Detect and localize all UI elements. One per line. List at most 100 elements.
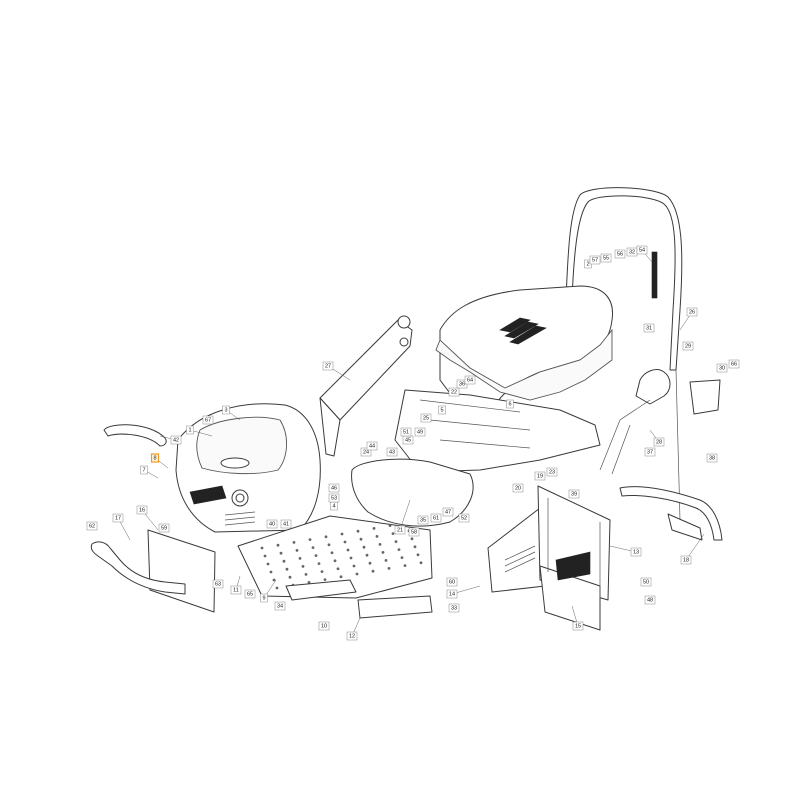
deck-hole [391, 532, 395, 535]
rear-fender [435, 285, 614, 421]
callout-6: 6 [506, 399, 514, 409]
callout-58: 58 [408, 527, 420, 537]
deck-hole [307, 581, 311, 584]
callout-number: 33 [451, 605, 457, 611]
callout-box [512, 483, 524, 493]
seat-belt-strap [651, 251, 658, 299]
callout-number: 41 [283, 521, 289, 527]
callout-27: 27 [322, 361, 334, 371]
deck-hole [346, 548, 350, 552]
callout-23: 23 [546, 467, 558, 477]
callout-number: 26 [689, 309, 695, 315]
seat-pan [351, 458, 474, 527]
callout-64: 64 [464, 375, 476, 385]
deck-hole [403, 564, 407, 567]
callout-number: 49 [417, 429, 423, 435]
callout-box [274, 601, 286, 611]
deck-hole [304, 573, 308, 576]
rear-side-panels [537, 485, 611, 631]
deck-hole [340, 532, 344, 536]
callout-number: 53 [331, 495, 337, 501]
deck-hole [330, 551, 334, 555]
callout-54: 54 [636, 245, 648, 255]
handle-bar-trim [103, 424, 167, 447]
callout-box [589, 255, 601, 265]
deck-hole [275, 586, 279, 590]
callout-box [614, 249, 626, 259]
callout-number: 42 [173, 437, 179, 443]
callout-box [386, 447, 398, 457]
callout-number: 60 [449, 579, 455, 585]
callout-box [438, 405, 446, 415]
callout-box [360, 447, 372, 457]
callout-33: 33 [448, 603, 460, 613]
callout-box [322, 361, 334, 371]
callout-12: 12 [346, 631, 358, 641]
callout-46: 46 [328, 483, 340, 493]
leader-line [399, 499, 411, 531]
callout-box [686, 307, 698, 317]
callout-number: 56 [617, 251, 623, 257]
deck-hole [336, 567, 340, 571]
callout-17: 17 [112, 513, 124, 523]
callout-number: 55 [603, 255, 609, 261]
deck-hole [352, 564, 356, 568]
rear-plate [689, 379, 721, 415]
callout-box [346, 631, 358, 641]
callout-number: 44 [369, 443, 375, 449]
callout-box [86, 521, 98, 531]
rear-tube [667, 513, 703, 541]
callout-number: 27 [325, 363, 331, 369]
callout-number: 19 [537, 473, 543, 479]
callout-5: 5 [438, 405, 446, 415]
callout-number: 17 [115, 515, 121, 521]
callout-box [222, 405, 230, 415]
deck-hole [301, 565, 305, 568]
callout-box [446, 577, 458, 587]
steering-column [319, 315, 413, 457]
callout-11: 11 [230, 585, 242, 595]
callout-box [158, 523, 170, 533]
callout-box [653, 437, 665, 447]
callout-number: 15 [575, 623, 581, 629]
deck-hole [388, 524, 392, 527]
callout-number: 14 [449, 591, 455, 597]
callout-50: 50 [640, 577, 652, 587]
callout-47: 47 [442, 507, 454, 517]
deck-hole [410, 537, 414, 541]
callout-labels: 1234567891011121314151617181920212223242… [86, 245, 740, 641]
callout-number: 64 [467, 377, 473, 383]
callout-number: 46 [331, 485, 337, 491]
deck-hole [394, 540, 398, 543]
callout-24: 24 [360, 447, 372, 457]
callout-box [408, 527, 420, 537]
deck-hole [400, 556, 404, 559]
callout-37: 37 [644, 447, 656, 457]
callout-39: 39 [568, 489, 580, 499]
callout-box [212, 579, 224, 589]
callout-52: 52 [458, 513, 470, 523]
callout-number: 10 [321, 623, 327, 629]
deck-hole [282, 559, 286, 563]
callout-29: 29 [682, 341, 694, 351]
callout-14: 14 [446, 589, 458, 599]
callout-21: 21 [394, 525, 406, 535]
deck-hole [343, 540, 347, 544]
callout-18: 18 [680, 555, 692, 565]
callout-box [716, 363, 728, 373]
callout-8: 8 [150, 453, 160, 463]
callout-box [266, 519, 278, 529]
deck-hole [308, 538, 312, 541]
callout-box [534, 471, 546, 481]
front-bumper [90, 541, 186, 595]
deck-hole [419, 561, 423, 565]
callout-number: 32 [629, 249, 635, 255]
deck-hole [333, 559, 337, 563]
deck-hole [356, 529, 360, 533]
callout-box [636, 245, 648, 255]
front-hood [175, 403, 321, 533]
deck-hole [355, 572, 359, 576]
callout-number: 52 [461, 515, 467, 521]
callout-box [136, 505, 148, 515]
callout-box [394, 525, 406, 535]
